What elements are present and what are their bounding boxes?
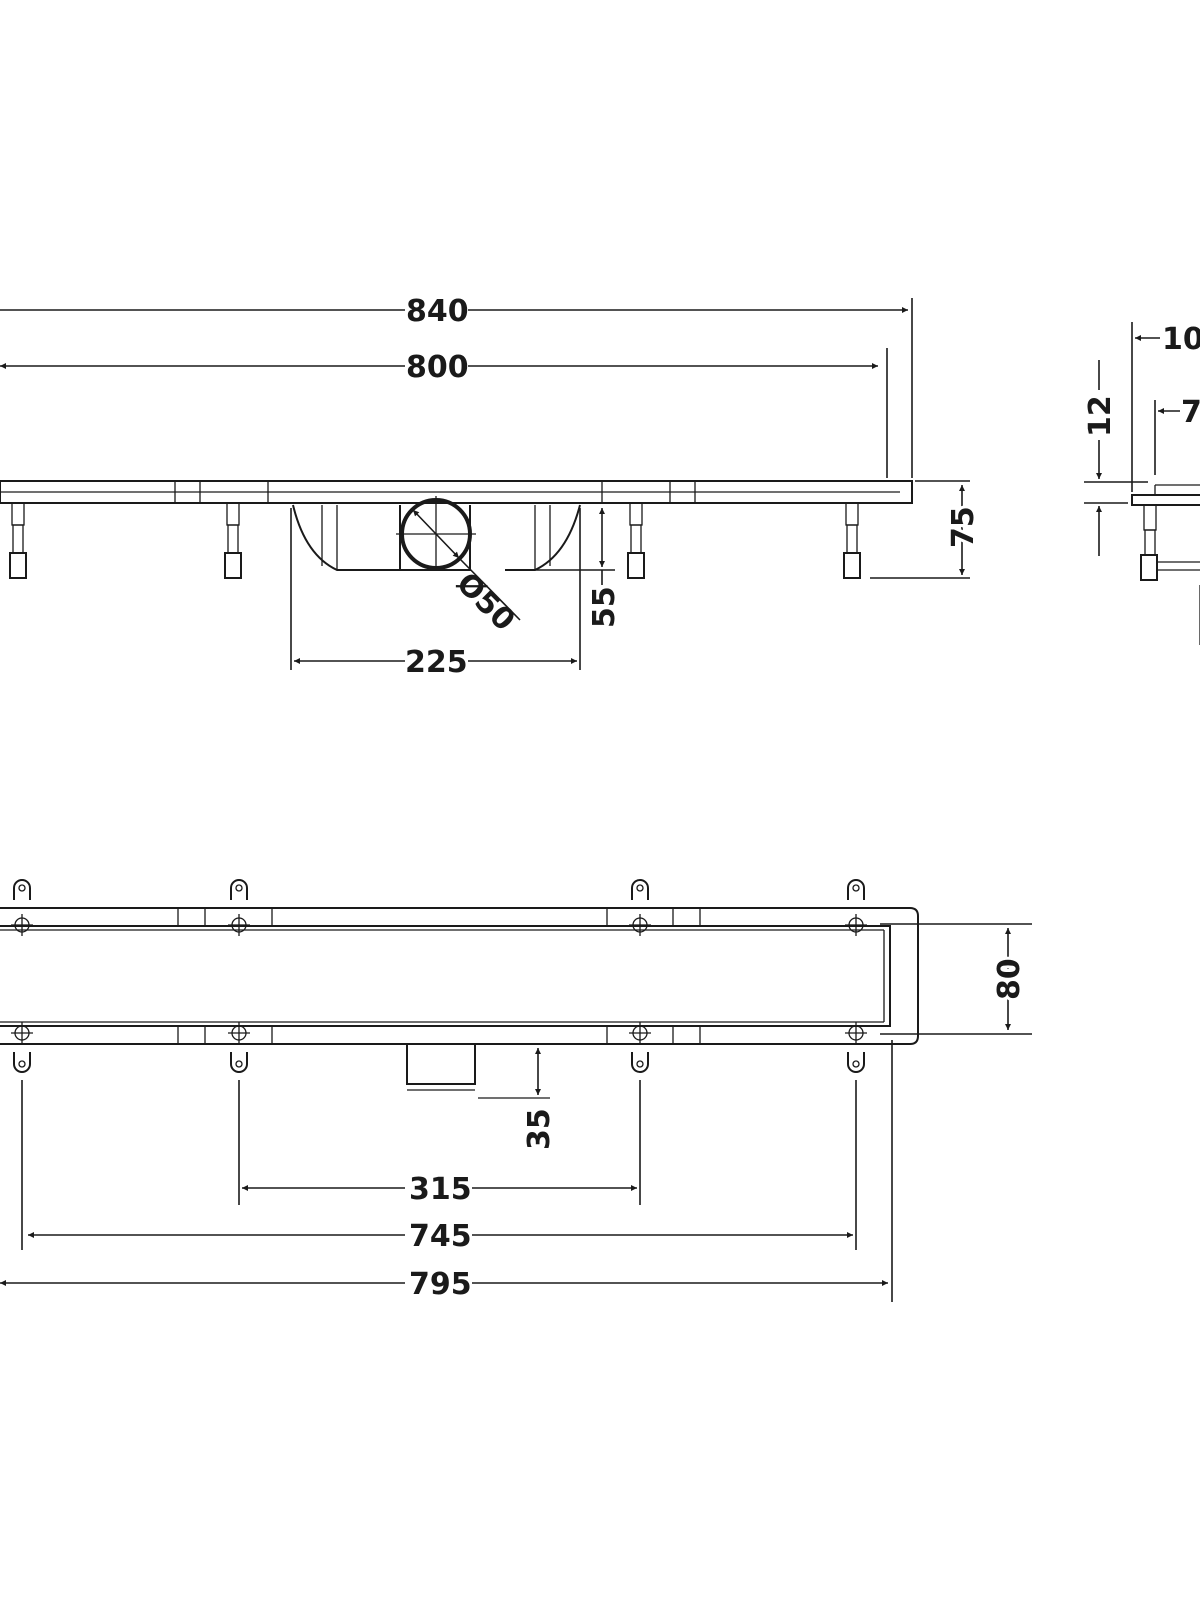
dim-35: 35 bbox=[522, 1108, 557, 1150]
dim-800: 800 bbox=[406, 350, 469, 385]
dim-840: 840 bbox=[406, 294, 469, 329]
dim-315: 315 bbox=[409, 1172, 472, 1207]
dim-225: 225 bbox=[405, 645, 468, 680]
plan-view: 80 35 315 745 795 bbox=[0, 879, 1032, 1302]
dim-795: 795 bbox=[409, 1267, 472, 1302]
dim-745: 745 bbox=[409, 1219, 472, 1254]
side-view: Ø50 840 800 75 55 225 bbox=[0, 294, 984, 680]
dim-55: 55 bbox=[587, 586, 622, 628]
leveling-legs bbox=[9, 502, 861, 579]
mounting-lugs bbox=[11, 879, 867, 1073]
dim-80: 80 bbox=[992, 958, 1027, 1000]
dim-7: 7 bbox=[1181, 395, 1200, 430]
grate-plate bbox=[0, 480, 913, 504]
end-view: 10 7 12 bbox=[1083, 322, 1200, 645]
plate-joints bbox=[177, 908, 701, 1044]
outlet-diameter-label: Ø50 bbox=[449, 566, 521, 638]
outlet-box bbox=[406, 1043, 476, 1085]
dim-12: 12 bbox=[1083, 395, 1118, 437]
dim-10: 10 bbox=[1162, 322, 1200, 357]
dim-75: 75 bbox=[946, 506, 981, 548]
channel-outline bbox=[0, 907, 919, 1045]
grate-outline bbox=[0, 925, 891, 1027]
